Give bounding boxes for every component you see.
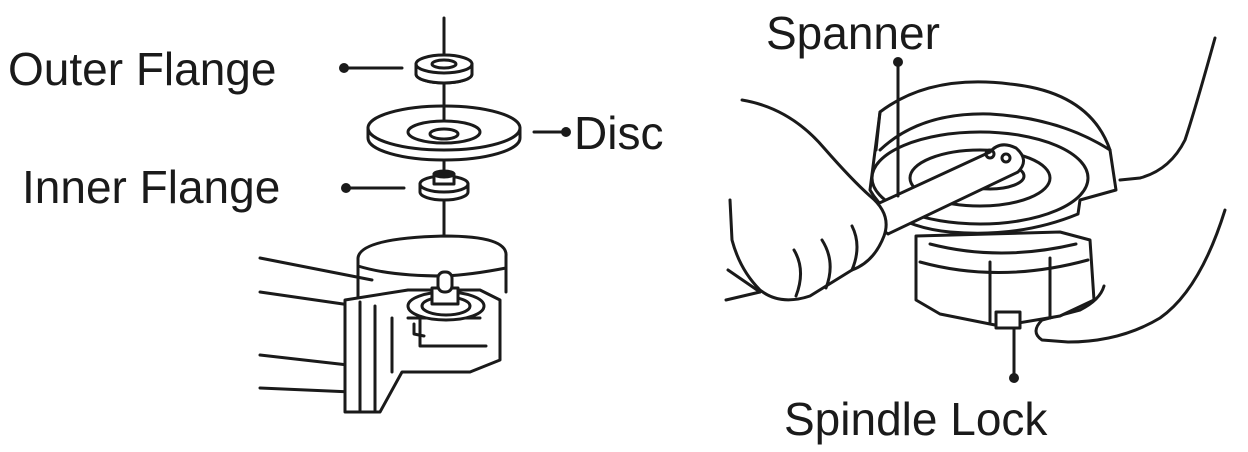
disc-part bbox=[366, 104, 522, 162]
spanner-tool bbox=[858, 143, 1025, 236]
spindle-lock-button bbox=[994, 310, 1022, 330]
outer-flange-label: Outer Flange bbox=[8, 43, 277, 95]
inner-flange-dot bbox=[341, 183, 351, 193]
right-hand-top bbox=[1118, 36, 1217, 182]
outer-flange-dot bbox=[339, 63, 349, 73]
spanner-dot bbox=[893, 57, 903, 67]
disc-dot bbox=[561, 127, 571, 137]
spanner-view bbox=[724, 36, 1227, 383]
spindle-lock-dot bbox=[1009, 373, 1019, 383]
outer-flange-part bbox=[414, 53, 474, 85]
right-hand-bottom bbox=[1034, 208, 1227, 344]
spindle-lock-label: Spindle Lock bbox=[784, 393, 1048, 445]
inner-flange-part bbox=[418, 169, 470, 202]
grinder-body-left bbox=[258, 234, 508, 414]
exploded-view bbox=[258, 16, 571, 414]
inner-flange-label: Inner Flange bbox=[22, 161, 281, 213]
spanner-label: Spanner bbox=[766, 7, 940, 59]
disc-label: Disc bbox=[574, 107, 664, 159]
left-hand bbox=[728, 98, 888, 302]
